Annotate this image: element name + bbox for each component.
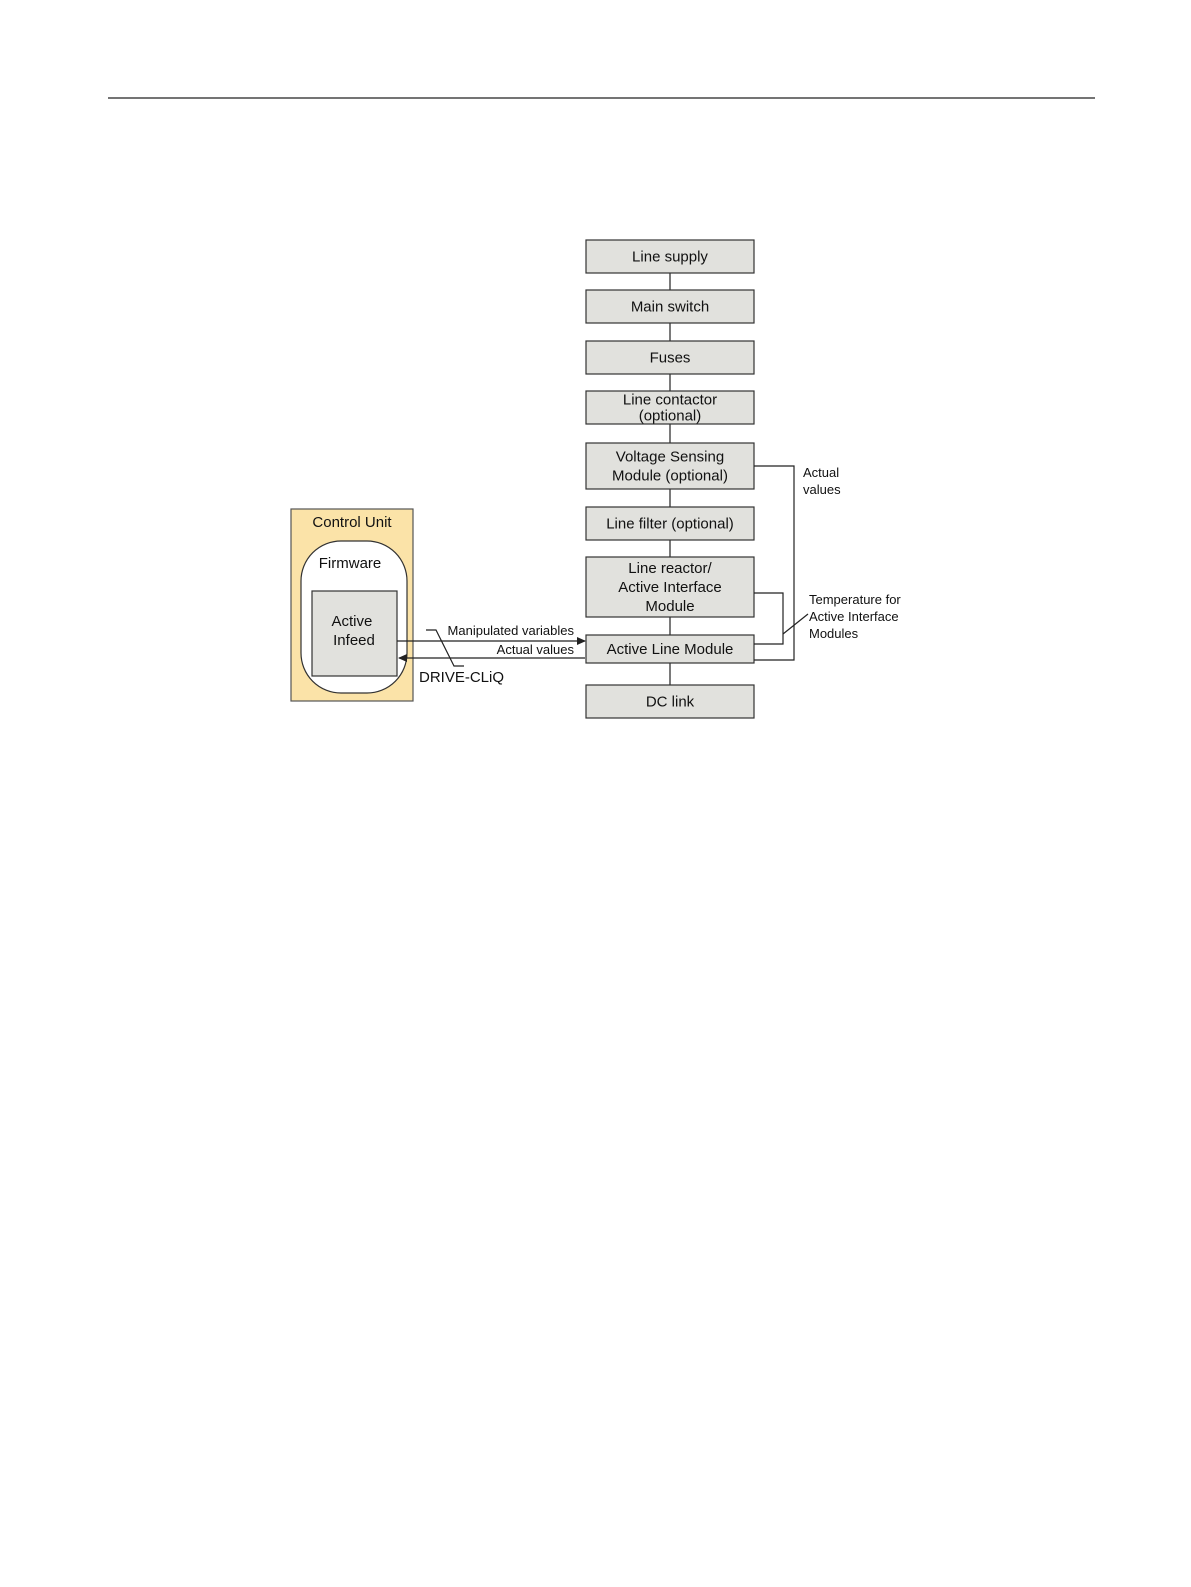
actual-values-link-label: Actual values (497, 642, 575, 657)
active-infeed-label-2: Infeed (333, 632, 375, 649)
temperature-label-3: Modules (809, 626, 859, 641)
temperature-label-2: Active Interface (809, 609, 899, 624)
line-filter-label-1: Line filter (optional) (606, 516, 734, 533)
svg-text:Active Infeed: Active Infeed (331, 613, 376, 649)
line-reactor-rect (585, 556, 755, 618)
dc-link-rect (585, 684, 755, 719)
line-filter-rect (585, 506, 755, 541)
manipulated-variables-label: Manipulated variables (448, 623, 575, 638)
actual-values-wire (754, 465, 795, 661)
main-switch-box: Main switch (585, 289, 755, 324)
voltage-sensing-module-label-1: Voltage Sensing (616, 449, 724, 466)
line-reactor-label-1: Line reactor/ (628, 560, 712, 577)
line-contactor-label-1: Line contactor (623, 392, 717, 409)
line-contactor-label-2: (optional) (639, 408, 702, 425)
active-infeed-box (311, 590, 398, 677)
dc-link-box: DC link (585, 684, 755, 719)
line-contactor-box: Line contactor(optional) (585, 390, 755, 425)
line-contactor-rect (585, 390, 755, 425)
active-line-module-rect (585, 634, 755, 664)
temperature-wire (754, 592, 784, 645)
control-unit: Control Unit Firmware Active Infeed (290, 508, 414, 702)
active-line-module-label-1: Active Line Module (607, 641, 734, 658)
fuses-box: Fuses (585, 340, 755, 375)
svg-text:Temperature for Active Int: Temperature for Active Interface Modules (809, 592, 904, 641)
line-reactor-label-3: Module (645, 598, 694, 615)
feedback-wires (754, 465, 809, 661)
line-filter-box: Line filter (optional) (585, 506, 755, 541)
drive-cliq-link: Manipulated variables Actual values DRIV… (397, 623, 586, 686)
dc-link-label-1: DC link (646, 694, 695, 711)
line-supply-label-1: Line supply (632, 249, 708, 266)
fuses-rect (585, 340, 755, 375)
svg-text:Actual values: Actual values (803, 465, 843, 497)
actual-values-right-label-1: Actual (803, 465, 839, 480)
actual-values-right-label-2: values (803, 482, 841, 497)
line-reactor-label-2: Active Interface (618, 579, 721, 596)
firmware-label: Firmware (319, 555, 382, 572)
active-infeed-label-1: Active (331, 613, 372, 630)
line-supply-box: Line supply (585, 239, 755, 274)
temperature-leader (782, 613, 809, 635)
fuses-label-1: Fuses (650, 350, 691, 367)
voltage-sensing-module-rect (585, 442, 755, 490)
main-switch-label-1: Main switch (631, 299, 709, 316)
main-switch-rect (585, 289, 755, 324)
drive-cliq-leader (426, 629, 464, 667)
active-line-module-box: Active Line Module (585, 634, 755, 664)
voltage-sensing-module-label-2: Module (optional) (612, 468, 728, 485)
control-unit-title: Control Unit (312, 514, 392, 531)
line-supply-rect (585, 239, 755, 274)
temperature-label-1: Temperature for (809, 592, 901, 607)
drive-cliq-label: DRIVE-CLiQ (419, 669, 504, 686)
